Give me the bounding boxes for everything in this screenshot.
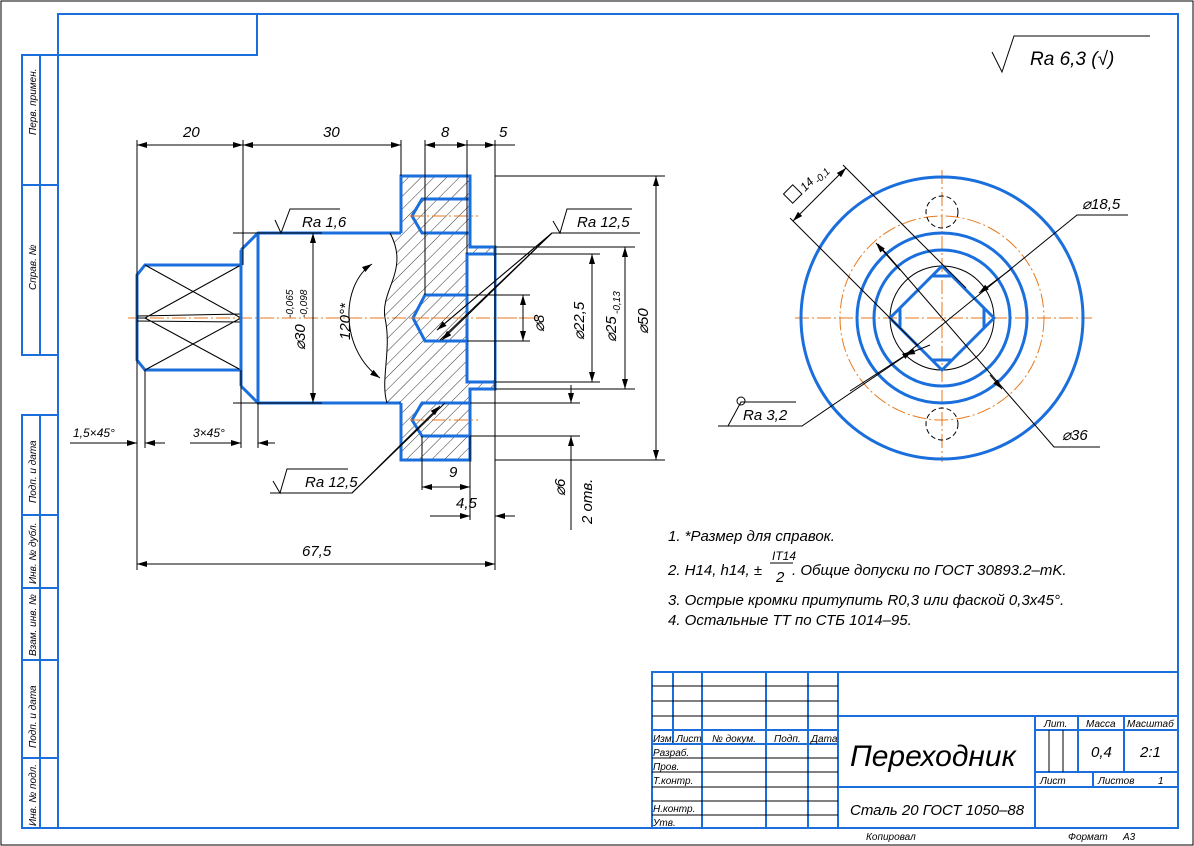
side-label: Справ. № (28, 244, 39, 290)
note-4: 4. Остальные ТТ по СТБ 1014–95. (668, 612, 912, 629)
dim-phi18-5: ⌀18,5 (1082, 196, 1121, 213)
note-2-fraction-num: IT14 (772, 549, 796, 563)
holes-count: 2 отв. (579, 479, 596, 525)
dim-67-5: 67,5 (302, 543, 332, 560)
sheets-label: Листов (1097, 776, 1134, 787)
hidden-hole-bottom (925, 407, 959, 441)
side-stamp-labels: Перв. примен. Справ. № Подп. и дата Инв.… (27, 69, 39, 826)
side-label: Инв. № дубл. (27, 523, 39, 585)
scale-label: Масштаб (1127, 718, 1174, 730)
dim-5: 5 (499, 124, 508, 141)
dim-phi8: ⌀8 (531, 314, 548, 332)
pin-hole-bottom (410, 401, 472, 438)
roughness-ra32: Ra 3,2 (743, 407, 788, 424)
sheet-label: Лист (1039, 776, 1066, 787)
side-label: Инв. № подл. (28, 764, 39, 826)
note-3: 3. Острые кромки притупить R0,3 или фаск… (668, 592, 1064, 609)
dim-phi6: ⌀6 (552, 478, 569, 496)
dim-square: 14 -0,1 (797, 166, 833, 194)
role-norm-control: Н.контр. (653, 804, 695, 815)
lit-label: Лит. (1043, 719, 1067, 730)
note-2-fraction-den: 2 (775, 569, 785, 586)
svg-text:⌀30: ⌀30 (292, 324, 309, 350)
break-line (383, 232, 398, 404)
header-date: Дата (810, 734, 838, 745)
general-roughness-text: Ra 6,3 (√) (1030, 49, 1114, 70)
mass-label: Масса (1086, 719, 1116, 730)
side-label: Подп. и дата (28, 440, 39, 503)
svg-text:-0,13: -0,13 (612, 291, 623, 314)
part-material: Сталь 20 ГОСТ 1050–88 (850, 802, 1025, 819)
dim-4-5: 4,5 (456, 495, 478, 512)
header-izm: Изм. (653, 734, 674, 745)
format-label: Формат (1068, 832, 1108, 843)
outer-circle (799, 175, 1085, 461)
square-socket (887, 263, 997, 373)
roughness-ra16: Ra 1,6 (302, 214, 347, 231)
side-label: Взам. инв. № (28, 594, 39, 656)
role-tech-control: Т.контр. (653, 776, 693, 787)
dim-chamfer-1-5: 1,5×45° (73, 426, 115, 440)
header-doc: № докум. (712, 734, 756, 745)
header-list: Лист (675, 734, 702, 745)
header-sign: Подп. (774, 734, 801, 745)
dim-9: 9 (449, 464, 458, 481)
role-approved: Утв. (652, 818, 676, 829)
dim-phi36: ⌀36 (1062, 427, 1088, 444)
svg-text:-0,098: -0,098 (299, 289, 310, 318)
svg-text:⌀25: ⌀25 (603, 316, 620, 342)
side-view: 14 -0,1 ⌀18,5 ⌀36 Ra 3,2 (718, 164, 1128, 462)
hidden-hole-top (925, 195, 959, 229)
front-section-view: 20 30 8 5 ⌀30 -0,065 -0,098 120°* ⌀8 ⌀22… (70, 124, 665, 570)
side-label: Подп. и дата (28, 685, 39, 748)
note-1: 1. *Размер для справок. (668, 528, 835, 545)
pin-hole-top (410, 197, 472, 235)
scale-value: 2:1 (1139, 744, 1161, 761)
svg-text:-0,1: -0,1 (813, 166, 833, 186)
dim-phi50: ⌀50 (635, 308, 652, 334)
format-value: А3 (1122, 832, 1136, 843)
dim-chamfer-3: 3×45° (193, 426, 225, 440)
pitch-circle (839, 215, 1045, 421)
roughness-ra125-top: Ra 12,5 (577, 214, 630, 231)
dim-20: 20 (182, 124, 200, 141)
copied-label: Копировал (866, 832, 916, 843)
general-roughness: Ra 6,3 (√) (991, 35, 1150, 74)
dim-phi22: ⌀22,5 (571, 301, 588, 340)
dim-30: 30 (323, 124, 340, 141)
title-block: Изм. Лист № докум. Подп. Дата Разраб. Пр… (651, 671, 1179, 843)
side-label: Перв. примен. (28, 69, 39, 135)
sheets-value: 1 (1158, 776, 1164, 787)
technical-notes: 1. *Размер для справок. 2. H14, h14, ± I… (667, 528, 1067, 629)
role-developer: Разраб. (653, 747, 689, 759)
dim-angle: 120°* (337, 302, 354, 340)
roughness-ra125-bottom: Ra 12,5 (305, 474, 358, 491)
dim-8: 8 (441, 124, 450, 141)
role-checker: Пров. (653, 762, 679, 773)
center-hole (411, 293, 469, 343)
note-2: 2. H14, h14, ± (667, 562, 762, 579)
mass-value: 0,4 (1091, 744, 1112, 761)
dim-phi25: ⌀25 -0,13 (603, 291, 623, 342)
svg-text:-0,065: -0,065 (285, 289, 296, 318)
note-2-tail: . Общие допуски по ГОСТ 30893.2–mK. (792, 562, 1067, 579)
part-name: Переходник (850, 740, 1018, 773)
dim-phi30: ⌀30 -0,065 -0,098 (285, 289, 310, 350)
